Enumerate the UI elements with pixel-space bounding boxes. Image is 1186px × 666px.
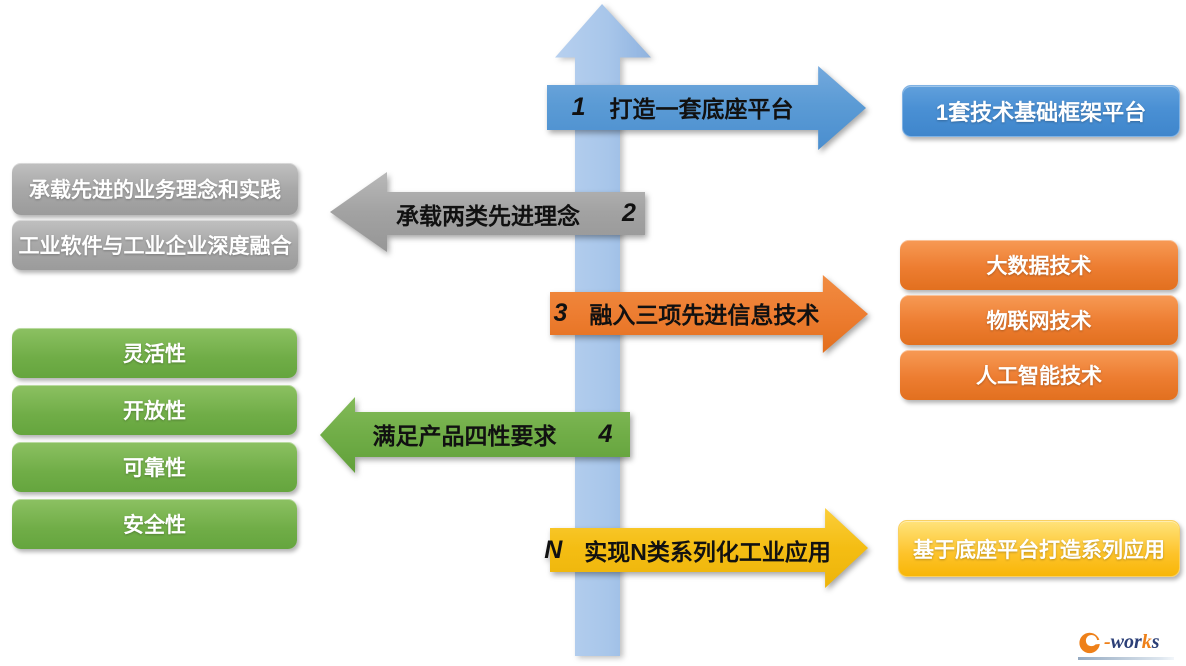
outcome-box-step4-flexibility: 灵活性 — [12, 328, 297, 378]
outcome-box-step3-bigdata: 大数据技术 — [900, 240, 1178, 290]
outcome-box-step4-openness-label: 开放性 — [123, 400, 186, 423]
outcome-box-stepn-apps: 基于底座平台打造系列应用 — [898, 520, 1180, 577]
outcome-box-step4-reliability-label: 可靠性 — [123, 457, 186, 480]
outcome-box-step4-openness: 开放性 — [12, 385, 297, 435]
arrow-step-4-text: 满足产品四性要求 4 — [355, 412, 630, 457]
outcome-box-step2-concept2: 工业软件与工业企业深度融合 — [12, 220, 298, 270]
outcome-box-step1-label: 1套技术基础框架平台 — [935, 100, 1147, 125]
eworks-logo: -works — [1078, 629, 1178, 660]
step-4-label: 满足产品四性要求 — [372, 423, 557, 450]
step-4-number: 4 — [598, 419, 613, 448]
outcome-box-stepn-apps-label: 基于底座平台打造系列应用 — [913, 538, 1165, 562]
outcome-box-step4-flexibility-label: 灵活性 — [123, 343, 186, 366]
step-n-number: N — [544, 535, 563, 564]
outcome-box-step3-iot-label: 物联网技术 — [986, 310, 1092, 333]
eworks-wor: wor — [1110, 631, 1142, 653]
arrow-step-n: N 实现N类系列化工业应用 — [544, 508, 868, 588]
arrow-step-3-text: 3 融入三项先进信息技术 — [550, 292, 823, 335]
eworks-s: s — [1151, 631, 1160, 653]
outcome-box-step2-concept1-label: 承载先进的业务理念和实践 — [29, 179, 281, 202]
step-2-number: 2 — [622, 199, 636, 228]
step-3-label: 融入三项先进信息技术 — [589, 302, 820, 329]
outcome-box-step3-ai-label: 人工智能技术 — [976, 365, 1102, 388]
outcome-box-step1-platform: 1套技术基础框架平台 — [902, 85, 1180, 137]
step-3-number: 3 — [553, 298, 568, 327]
arrow-step-2-text: 承载两类先进理念 2 — [387, 192, 645, 235]
outcome-box-step3-ai: 人工智能技术 — [900, 350, 1178, 400]
arrow-step-2: 承载两类先进理念 2 — [330, 172, 645, 252]
outcome-box-step4-security: 安全性 — [12, 499, 297, 549]
arrow-step-n-text: N 实现N类系列化工业应用 — [544, 528, 831, 572]
step-2-label: 承载两类先进理念 — [396, 202, 581, 229]
arrow-step-4: 满足产品四性要求 4 — [320, 397, 630, 473]
outcome-box-step4-security-label: 安全性 — [123, 514, 186, 537]
step-1-number: 1 — [571, 92, 586, 121]
arrow-step-1-text: 1 打造一套底座平台 — [547, 85, 818, 130]
eworks-logo-text: -works — [1104, 632, 1160, 652]
outcome-box-step4-reliability: 可靠性 — [12, 442, 297, 492]
eworks-logo-row: -works — [1078, 629, 1178, 655]
eworks-logo-underline — [1078, 657, 1174, 660]
eworks-dash: - — [1104, 631, 1111, 653]
arrow-step-1: 1 打造一套底座平台 — [547, 66, 866, 150]
eworks-e-icon — [1079, 632, 1104, 654]
outcome-box-step3-bigdata-label: 大数据技术 — [986, 255, 1092, 278]
arrow-step-3: 3 融入三项先进信息技术 — [550, 275, 868, 353]
step-1-label: 打造一套底座平台 — [609, 96, 794, 123]
outcome-box-step2-concept1: 承载先进的业务理念和实践 — [12, 163, 298, 215]
eworks-k: k — [1141, 631, 1152, 653]
outcome-box-step3-iot: 物联网技术 — [900, 295, 1178, 345]
step-n-label: 实现N类系列化工业应用 — [584, 539, 831, 565]
outcome-box-step2-concept2-label: 工业软件与工业企业深度融合 — [18, 235, 292, 258]
